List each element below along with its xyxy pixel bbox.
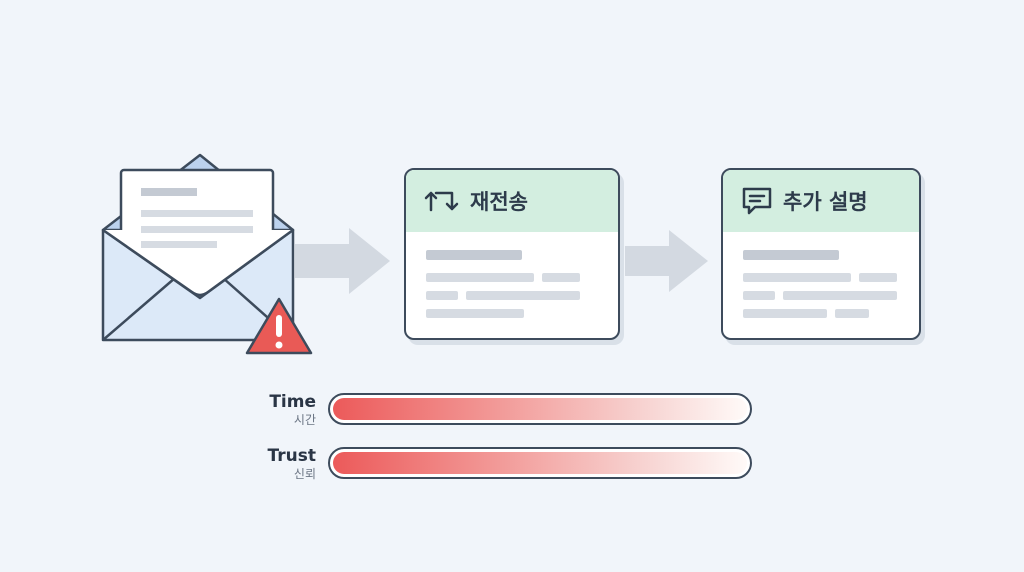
trust-meter-fill <box>333 452 747 474</box>
arrow-right-icon <box>625 230 708 292</box>
trust-meter <box>328 447 752 479</box>
explanation-card: 추가 설명 <box>721 168 921 340</box>
time-meter <box>328 393 752 425</box>
card-header: 추가 설명 <box>723 170 919 232</box>
time-label: Time 시간 <box>269 392 316 427</box>
card-title: 추가 설명 <box>783 190 868 214</box>
trust-label: Trust 신뢰 <box>267 446 316 481</box>
resend-arrows-icon <box>424 191 459 212</box>
warning-icon <box>245 297 313 355</box>
failed-email-icon <box>101 153 295 342</box>
card-header: 재전송 <box>406 170 618 232</box>
card-title: 재전송 <box>470 190 528 214</box>
arrow-right-icon <box>295 228 390 294</box>
time-meter-fill <box>333 398 747 420</box>
speech-bubble-icon <box>742 187 772 215</box>
resend-card: 재전송 <box>404 168 620 340</box>
